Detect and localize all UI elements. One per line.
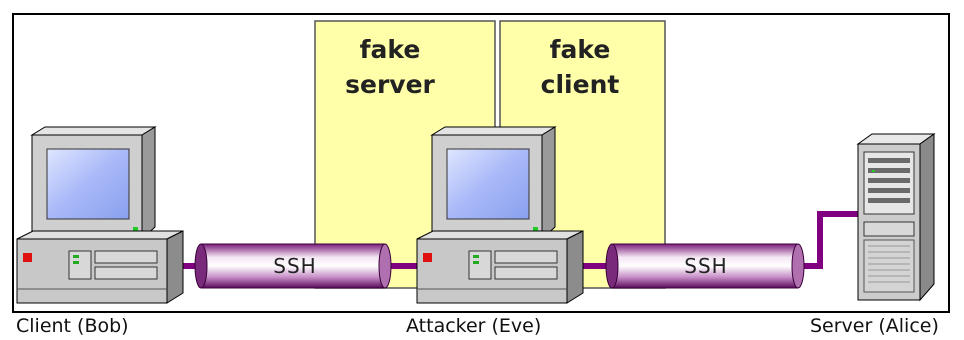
server-caption: Server (Alice) [810,315,939,337]
fake-client-line2: client [541,70,620,99]
client-computer-icon [16,126,184,304]
ssh-tunnel-right: SSH [605,243,805,289]
attacker-caption: Attacker (Eve) [406,315,541,337]
ssh-tunnel-left: SSH [194,243,392,289]
fake-server-line2: server [345,70,435,99]
ssh-label-right: SSH [684,254,727,278]
ssh-label-left: SSH [273,254,316,278]
server-tower-icon [856,133,936,302]
fake-server-line1: fake [360,35,421,64]
attacker-computer-icon [416,126,584,304]
client-caption: Client (Bob) [16,315,129,337]
fake-client-line1: fake [550,35,611,64]
diagram-frame [12,13,950,313]
